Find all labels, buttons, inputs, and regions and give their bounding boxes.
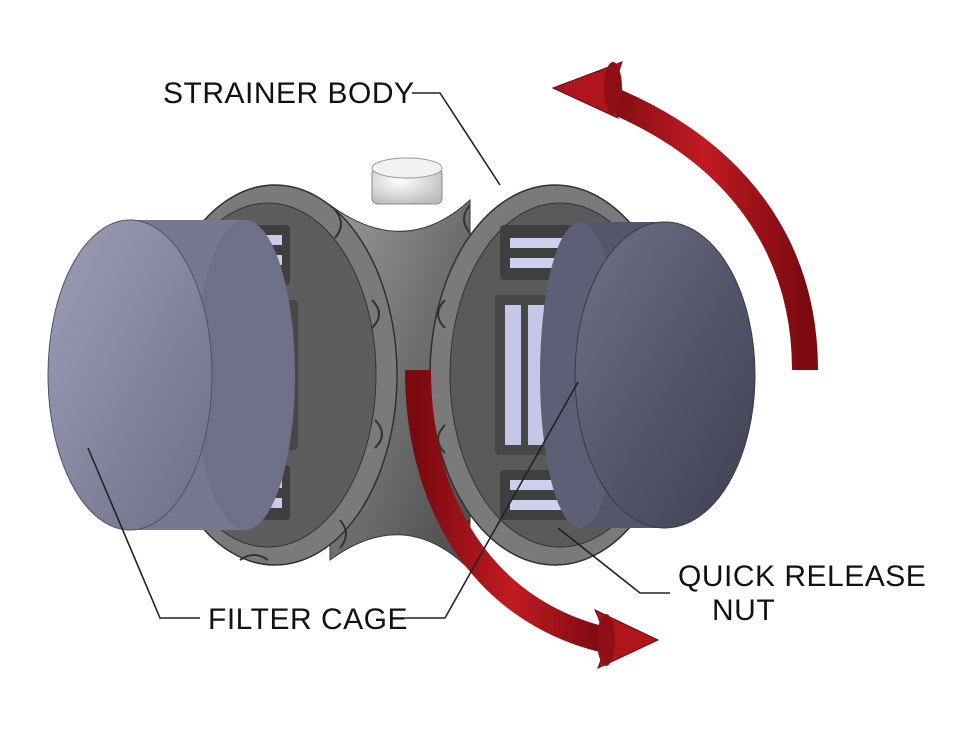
- left-cap: [47, 219, 295, 531]
- label-strainer-body: STRAINER BODY: [163, 77, 415, 110]
- top-port: [371, 157, 443, 205]
- label-quick-release-line1: QUICK RELEASE: [678, 560, 926, 593]
- label-quick-release-line2: NUT: [712, 594, 775, 627]
- leader-strainer-body: [412, 92, 501, 186]
- leader-quick-release: [557, 527, 670, 594]
- leader-filter-cage-right: [405, 381, 579, 619]
- rotation-arrow-lower: [405, 369, 660, 670]
- label-filter-cage: FILTER CAGE: [208, 603, 408, 636]
- leader-lines: [87, 92, 670, 619]
- rotation-arrow-upper: [551, 61, 818, 371]
- right-cap: [540, 221, 756, 529]
- leader-filter-cage-left: [87, 447, 200, 619]
